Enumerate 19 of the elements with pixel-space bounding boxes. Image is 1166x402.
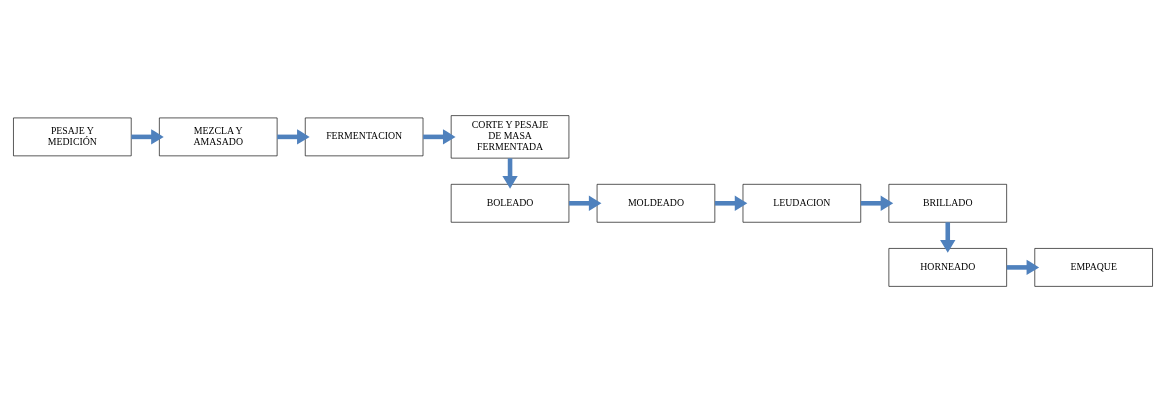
node-box: CORTE Y PESAJE DE MASA FERMENTADA: [450, 115, 570, 159]
node-box: PESAJE Y MEDICIÓN: [13, 117, 132, 157]
arrow: [940, 222, 956, 253]
node-box: FERMENTACION: [304, 117, 424, 157]
arrow: [423, 129, 456, 145]
arrow: [502, 158, 518, 189]
arrow: [1006, 259, 1040, 276]
node-box: EMPAQUE: [1034, 248, 1153, 287]
node-box: LEUDACION: [742, 184, 862, 223]
node-box: BOLEADO: [450, 184, 570, 223]
arrow: [131, 129, 164, 145]
node-box: MOLDEADO: [596, 184, 716, 223]
arrow: [860, 195, 894, 211]
node-box: HORNEADO: [888, 248, 1007, 287]
arrow: [569, 195, 602, 211]
arrow: [714, 195, 748, 211]
arrow: [277, 129, 310, 145]
node-box: BRILLADO: [888, 184, 1007, 223]
node-box: MEZCLA Y AMASADO: [159, 117, 278, 157]
